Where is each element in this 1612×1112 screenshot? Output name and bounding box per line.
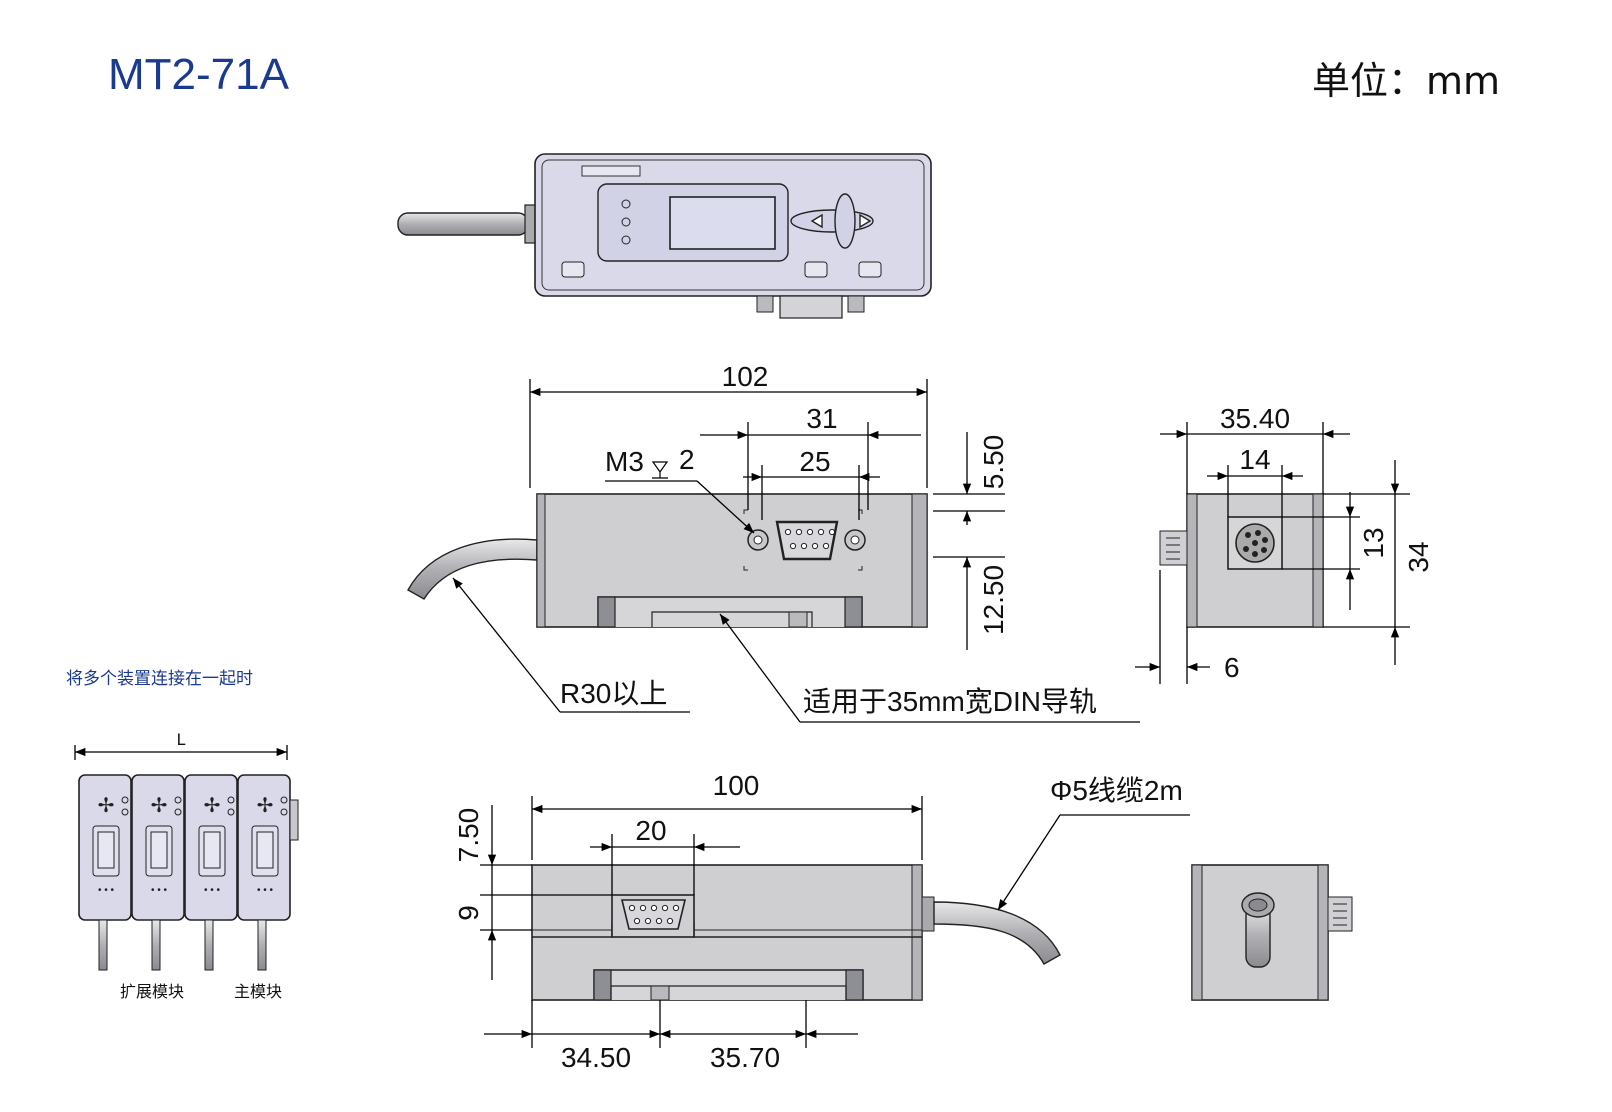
led-indicator-3 [621,235,631,245]
module-1: ✢ • • • [78,774,132,971]
svg-text:✢: ✢ [98,795,115,817]
dim-5-50: 5.50 [978,435,1009,490]
nameplate [581,165,641,177]
corner-marks [743,509,863,571]
end-view-right-edge [1312,493,1324,628]
front-view-left-edge [536,493,546,628]
led-indicator-1 [621,199,631,209]
dim-20: 20 [635,815,666,846]
top-view-inner-frame [541,159,925,291]
bottom-view-right-edge [911,864,923,1001]
dim-12-50: 12.50 [978,565,1009,635]
model-title: MT2-71A [108,50,289,99]
din-rail-inner [651,611,813,627]
latch [788,611,808,628]
dim-14: 14 [1239,444,1270,475]
lcd-display [669,196,776,250]
svg-text:• • •: • • • [204,885,221,896]
svg-text:✢: ✢ [151,795,168,817]
cable-end-icon [1241,892,1275,968]
multi-device-illustration: L ✢ • • • ✢ • • • ✢ • • • [74,730,299,1001]
main-module-label: 主模块 [234,982,282,1001]
module-3: ✢ • • • [184,774,238,971]
db9-connector-icon [775,520,839,561]
top-view [397,153,932,319]
multi-device-title: 将多个装置连接在一起时 [66,669,253,689]
front-view-cable [407,538,538,600]
front-view: 102 31 25 M3 2 5.50 12.50 R30以上 [407,361,1140,723]
module-2: ✢ • • • [131,774,185,971]
dim-34-50: 34.50 [561,1042,631,1073]
expansion-module-label: 扩展模块 [120,982,184,1001]
top-view-connector [779,295,843,319]
bottom-rail-clip-right [845,969,864,1001]
dim-34: 34 [1403,541,1434,572]
dim-35-70: 35.70 [710,1042,780,1073]
bottom-end-view [1191,864,1353,1001]
dpad-keys-icon [790,193,874,249]
dim-102: 102 [722,361,769,392]
svg-text:• • •: • • • [151,885,168,896]
key-left [561,261,585,278]
module-main: ✢ • • • [237,774,299,971]
bottom-view-cable [933,901,1061,965]
din-rail-clip-right [844,596,863,628]
bottom-gland [921,896,935,932]
led-indicator-2 [621,217,631,227]
key-right [858,261,882,278]
key-mid [804,261,828,278]
svg-text:• • •: • • • [257,885,274,896]
depth-symbol-icon [651,461,669,479]
top-view-screw-left [756,295,774,313]
bottom-end-clip [1327,896,1353,932]
svg-text:• • •: • • • [98,885,115,896]
end-view: 35.40 14 13 34 6 [1135,403,1434,684]
bottom-view: 100 20 7.50 9 34.50 35.70 Φ5线缆2m [453,770,1190,1073]
din-rail-note: 适用于35mm宽DIN导轨 [803,686,1097,717]
cable-note: Φ5线缆2m [1050,775,1183,806]
bottom-db9-connector-icon [611,894,695,938]
unit-label: 单位：mm [1311,59,1500,103]
svg-text:✢: ✢ [204,795,221,817]
din-rail-clip-left [597,596,616,628]
dim-13: 13 [1358,527,1389,558]
dim-9: 9 [453,905,484,921]
screw-left-icon [747,529,769,551]
thread-depth: 2 [679,444,695,475]
dim-6: 6 [1224,652,1240,683]
top-view-screw-right [847,295,865,313]
svg-text:✢: ✢ [257,795,274,817]
dim-25: 25 [799,446,830,477]
front-view-right-edge [911,493,928,628]
dim-35-40: 35.40 [1220,403,1290,434]
dim-100: 100 [713,770,760,801]
dim-7-50: 7.50 [453,808,484,863]
end-view-clip [1159,530,1188,566]
end-view-left-edge [1186,493,1198,628]
bottom-latch [650,985,670,1001]
screw-right-icon [844,529,866,551]
length-l-label: L [177,730,186,749]
bottom-rail-clip-left [593,969,612,1001]
round-connector-icon [1235,523,1275,563]
thread-spec: M3 [605,446,644,477]
bottom-rail-slot [593,969,864,1000]
bend-radius-note: R30以上 [560,678,667,709]
dim-31: 31 [806,403,837,434]
top-view-cable [397,212,529,236]
